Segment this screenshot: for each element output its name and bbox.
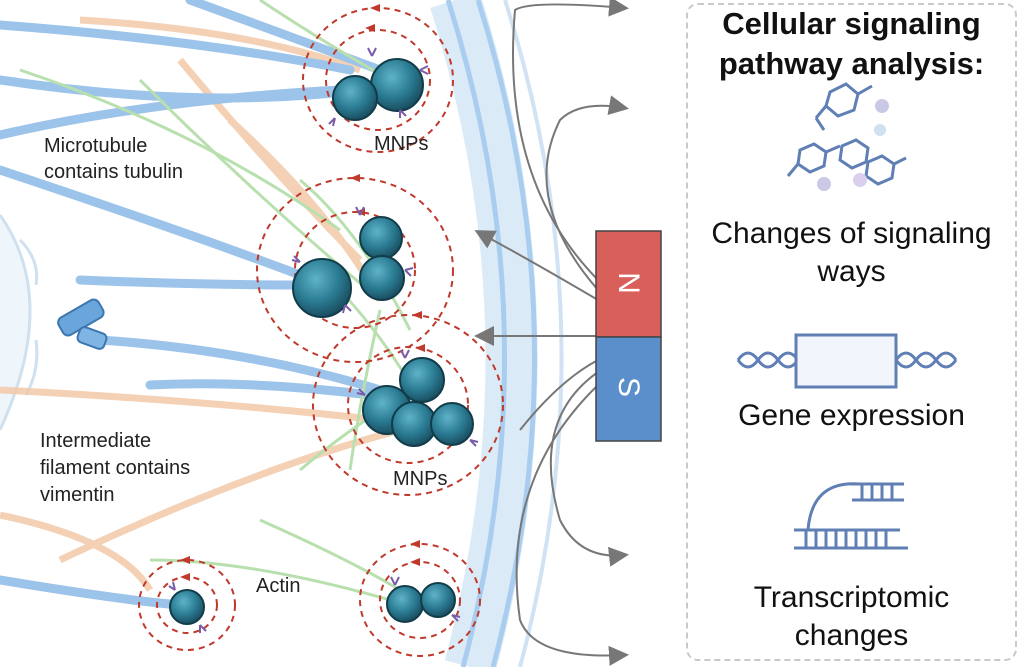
molecule-structure-icon bbox=[786, 82, 907, 191]
magnet-north-pole bbox=[595, 230, 662, 338]
intermediate-filaments bbox=[0, 16, 401, 592]
signaling-changes-label-line1: Changes of signaling bbox=[711, 217, 992, 250]
panel-title-line2: pathway analysis: bbox=[718, 46, 985, 81]
mnps-label-middle: MNPs bbox=[393, 468, 448, 490]
gene-dna-icon bbox=[736, 333, 958, 389]
signaling-changes-label-line2: ways bbox=[817, 255, 886, 288]
magnet-south-pole bbox=[595, 336, 662, 442]
transcriptomic-label-line2: changes bbox=[794, 619, 909, 652]
cell-membrane bbox=[430, 0, 564, 667]
bar-magnet bbox=[595, 230, 662, 442]
magnetic-nanoparticles bbox=[169, 58, 474, 625]
transcription-rna-icon bbox=[794, 482, 908, 550]
magnet-north-label: N bbox=[612, 272, 645, 294]
microtubule-label-line1: Microtubule bbox=[44, 135, 148, 157]
microtubule-tube-icon bbox=[57, 298, 108, 350]
actin-label: Actin bbox=[256, 575, 301, 597]
nucleus bbox=[0, 214, 39, 431]
mnps-label-top: MNPs bbox=[374, 133, 429, 155]
microtubule-label-line2: contains tubulin bbox=[44, 161, 183, 183]
intermediate-label-line1: Intermediate bbox=[40, 430, 152, 452]
intermediate-label-line3: vimentin bbox=[40, 484, 115, 506]
magnetic-field-lines bbox=[474, 0, 629, 666]
magnet-south-label: S bbox=[612, 376, 645, 397]
panel-title-line1: Cellular signaling bbox=[722, 6, 981, 41]
antibody-markers bbox=[168, 47, 479, 633]
transcriptomic-label-line1: Transcriptomic bbox=[753, 581, 950, 614]
intermediate-label-line2: filament contains bbox=[40, 457, 191, 479]
gene-expression-label: Gene expression bbox=[738, 399, 965, 432]
analysis-panel bbox=[686, 3, 1017, 661]
